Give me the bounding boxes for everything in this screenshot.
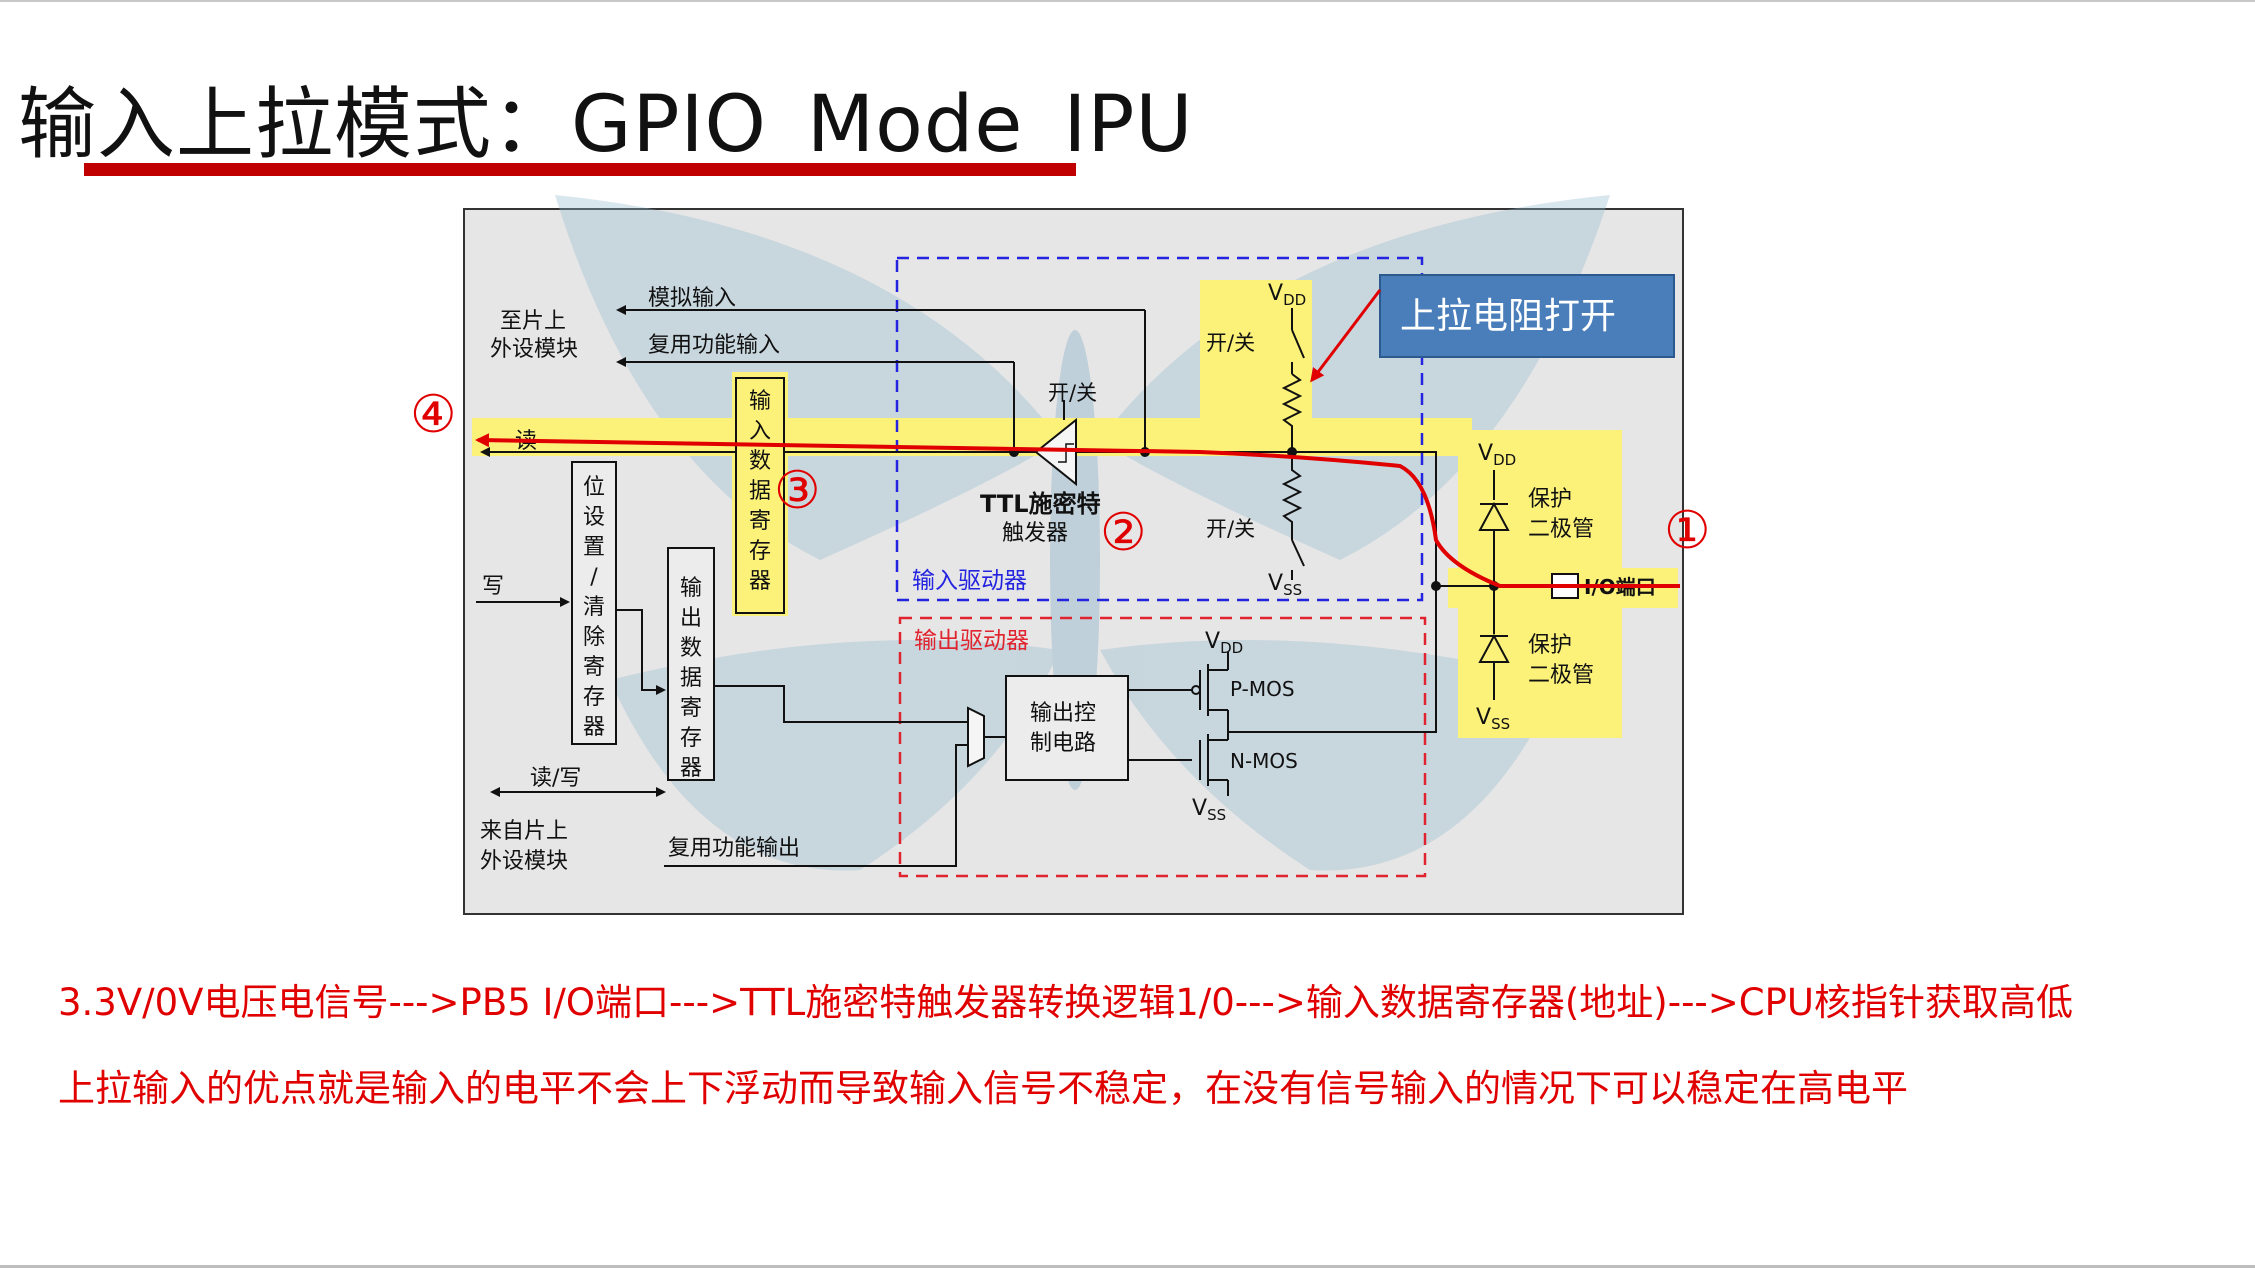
svg-text:/: / <box>590 565 598 590</box>
bit-set-reset-register-label: 位 设 置 / 清 除 寄 存 器 <box>583 475 605 740</box>
to-peripheral-label-1: 至片上 <box>500 309 566 334</box>
input-driver-box <box>895 256 1424 602</box>
ttl-schmitt-label-1: TTL施密特 <box>980 490 1101 518</box>
output-control-label-1: 输出控 <box>1030 701 1096 726</box>
output-driver-box <box>898 616 1427 878</box>
svg-text:据: 据 <box>680 666 702 691</box>
slide-title: 输入上拉模式：GPIO_Mode_IPU <box>18 80 1194 170</box>
output-data-register <box>667 547 715 781</box>
output-driver-label: 输出驱动器 <box>914 628 1029 654</box>
pullup-switch-label: 开/关 <box>1206 331 1255 355</box>
svg-text:存: 存 <box>749 539 771 564</box>
explanation-line-2: 上拉输入的优点就是输入的电平不会上下浮动而导致输入信号不稳定，在没有信号输入的情… <box>58 1067 1908 1110</box>
nmos-label: N-MOS <box>1230 749 1298 773</box>
output-control-label-2: 制电路 <box>1030 731 1096 756</box>
to-peripheral-label-2: 外设模块 <box>490 337 578 362</box>
svg-text:位: 位 <box>583 475 605 500</box>
svg-text:寄: 寄 <box>680 696 702 721</box>
from-peripheral-label-1: 来自片上 <box>480 819 568 844</box>
svg-text:除: 除 <box>583 625 605 650</box>
protect-diode-upper-1: 保护 <box>1528 487 1572 512</box>
svg-text:据: 据 <box>749 479 771 504</box>
svg-text:置: 置 <box>583 535 605 560</box>
pullup-callout <box>1379 274 1675 358</box>
signal-path <box>475 433 1680 588</box>
bottom-rule <box>0 1265 2255 1268</box>
svg-text:输: 输 <box>680 576 702 601</box>
svg-text:出: 出 <box>680 606 702 631</box>
marker-3: ③ <box>774 461 821 521</box>
output-data-register-label: 输 出 数 据 寄 存 器 <box>680 576 702 781</box>
vdd-pullup: VDD <box>1268 281 1306 309</box>
input-data-register-label: 输 入 数 据 寄 存 器 <box>749 389 771 594</box>
marker-1: ① <box>1664 501 1711 561</box>
svg-text:输: 输 <box>749 389 771 414</box>
svg-text:存: 存 <box>680 726 702 751</box>
protect-diode-lower-1: 保护 <box>1528 633 1572 658</box>
input-data-register <box>735 377 785 614</box>
nmos-transistor <box>1199 732 1229 796</box>
pulldown-switch-label: 开/关 <box>1206 517 1255 541</box>
marker-2: ② <box>1100 503 1147 563</box>
svg-text:器: 器 <box>680 756 702 781</box>
alt-func-input-label: 复用功能输入 <box>648 333 780 358</box>
from-peripheral-label-2: 外设模块 <box>480 849 568 874</box>
pmos-transistor <box>1191 652 1229 732</box>
bit-set-reset-register <box>571 461 617 745</box>
write-label: 写 <box>482 574 504 599</box>
output-mux <box>967 706 985 768</box>
svg-text:入: 入 <box>749 419 771 444</box>
explanation-line-1: 3.3V/0V电压电信号--->PB5 I/O端口--->TTL施密特触发器转换… <box>58 981 2073 1024</box>
svg-text:设: 设 <box>583 505 605 530</box>
svg-text:存: 存 <box>583 685 605 710</box>
svg-text:器: 器 <box>583 715 605 740</box>
vss-nmos: VSS <box>1192 796 1226 824</box>
analog-input-label: 模拟输入 <box>648 286 736 311</box>
vdd-pmos: VDD <box>1205 629 1243 657</box>
svg-text:寄: 寄 <box>749 509 771 534</box>
schmitt-on-off-label: 开/关 <box>1048 381 1097 405</box>
input-driver-label: 输入驱动器 <box>912 568 1027 594</box>
watermark-butterfly <box>555 195 1610 871</box>
marker-4: ④ <box>410 385 457 445</box>
ttl-schmitt-label-2: 触发器 <box>1002 521 1068 546</box>
alt-func-output-label: 复用功能输出 <box>668 836 800 861</box>
svg-text:寄: 寄 <box>583 655 605 680</box>
protect-diode-lower-2: 二极管 <box>1528 663 1594 688</box>
title-underline <box>84 163 1076 176</box>
top-rule <box>0 0 2255 2</box>
svg-text:数: 数 <box>680 636 702 661</box>
vdd-diode: VDD <box>1478 441 1516 469</box>
vss-pulldown: VSS <box>1268 571 1302 599</box>
pmos-label: P-MOS <box>1230 677 1295 701</box>
pulldown-resistor <box>1281 452 1303 540</box>
output-control-circuit <box>1005 675 1129 781</box>
pullup-callout-text: 上拉电阻打开 <box>1400 296 1616 337</box>
pullup-highlight <box>1200 280 1312 440</box>
read-path-highlight <box>472 418 1472 456</box>
read-write-label: 读/写 <box>530 766 581 791</box>
svg-text:清: 清 <box>583 595 605 620</box>
svg-text:器: 器 <box>749 569 771 594</box>
svg-text:数: 数 <box>749 449 771 474</box>
pullup-resistor <box>1281 373 1303 452</box>
protect-diode-upper-2: 二极管 <box>1528 517 1594 542</box>
vss-diode: VSS <box>1476 705 1510 733</box>
